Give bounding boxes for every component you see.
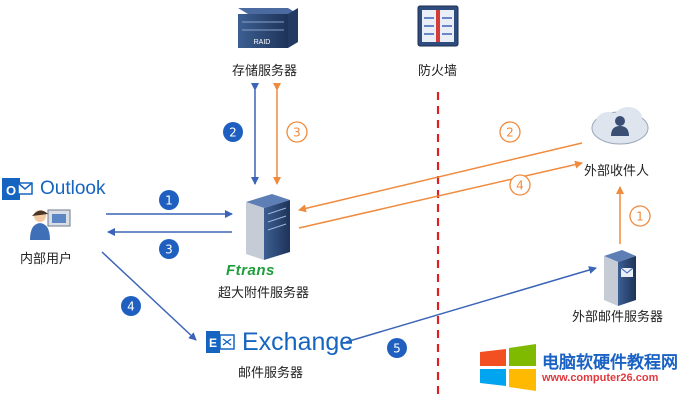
raid-storage-icon: RAID	[238, 8, 298, 48]
exchange-wordmark: Exchange	[242, 328, 354, 356]
svg-text:3: 3	[165, 243, 173, 257]
file-transfer-server-icon	[246, 194, 290, 260]
mail-server-label: 邮件服务器	[238, 366, 304, 381]
outlook-wordmark: Outlook	[40, 178, 106, 199]
outlook-logo-icon: O	[2, 178, 33, 200]
svg-text:3: 3	[293, 126, 301, 140]
external-mail-server-icon	[604, 250, 636, 306]
firewall-label: 防火墙	[418, 64, 458, 79]
firewall-icon	[417, 5, 459, 47]
watermark-windows-logo-icon	[480, 344, 536, 391]
exchange-logo: Exchange	[206, 328, 353, 357]
svg-text:2: 2	[229, 126, 237, 140]
step-badge-blue-5: 5	[387, 338, 407, 358]
step-badge-blue-2: 2	[223, 122, 243, 142]
transfer-server-label: 超大附件服务器	[218, 286, 310, 301]
svg-text:O: O	[6, 183, 16, 198]
person-at-computer-icon	[30, 209, 71, 240]
arrow-exchange-to-external-mail	[345, 266, 597, 343]
arrow-user-to-exchange	[101, 251, 197, 341]
step-badge-orange-4: 4	[509, 174, 531, 196]
svg-text:4: 4	[516, 179, 524, 193]
step-badge-orange-3: 3	[286, 121, 308, 143]
svg-text:2: 2	[506, 126, 514, 140]
step-badge-blue-3: 3	[159, 239, 179, 259]
svg-text:5: 5	[393, 342, 401, 356]
external-recipient-label: 外部收件人	[584, 164, 650, 179]
ftrans-wordmark: Ftrans	[226, 262, 275, 279]
arrow-server-to-recipient	[298, 160, 583, 229]
storage-server-label: 存储服务器	[232, 64, 298, 79]
watermark-title: 电脑软硬件教程网	[542, 353, 678, 373]
outlook-logo: Outlook	[2, 176, 105, 202]
internal-user-label: 内部用户	[20, 252, 73, 267]
step-badge-orange-1: 1	[629, 205, 651, 227]
exchange-logo-icon: E	[206, 331, 235, 353]
svg-text:RAID: RAID	[254, 39, 271, 46]
svg-text:4: 4	[127, 300, 135, 314]
watermark-url: www.computer26.com	[542, 372, 659, 384]
step-badge-blue-1: 1	[159, 190, 179, 210]
svg-text:E: E	[209, 336, 217, 350]
step-badge-blue-4: 4	[121, 296, 141, 316]
external-recipient-cloud-icon	[591, 107, 649, 145]
external-mail-server-label: 外部邮件服务器	[572, 310, 664, 325]
svg-text:1: 1	[636, 210, 644, 224]
svg-text:1: 1	[165, 194, 173, 208]
step-badge-orange-2: 2	[499, 121, 521, 143]
arrow-recipient-to-server	[298, 142, 583, 213]
